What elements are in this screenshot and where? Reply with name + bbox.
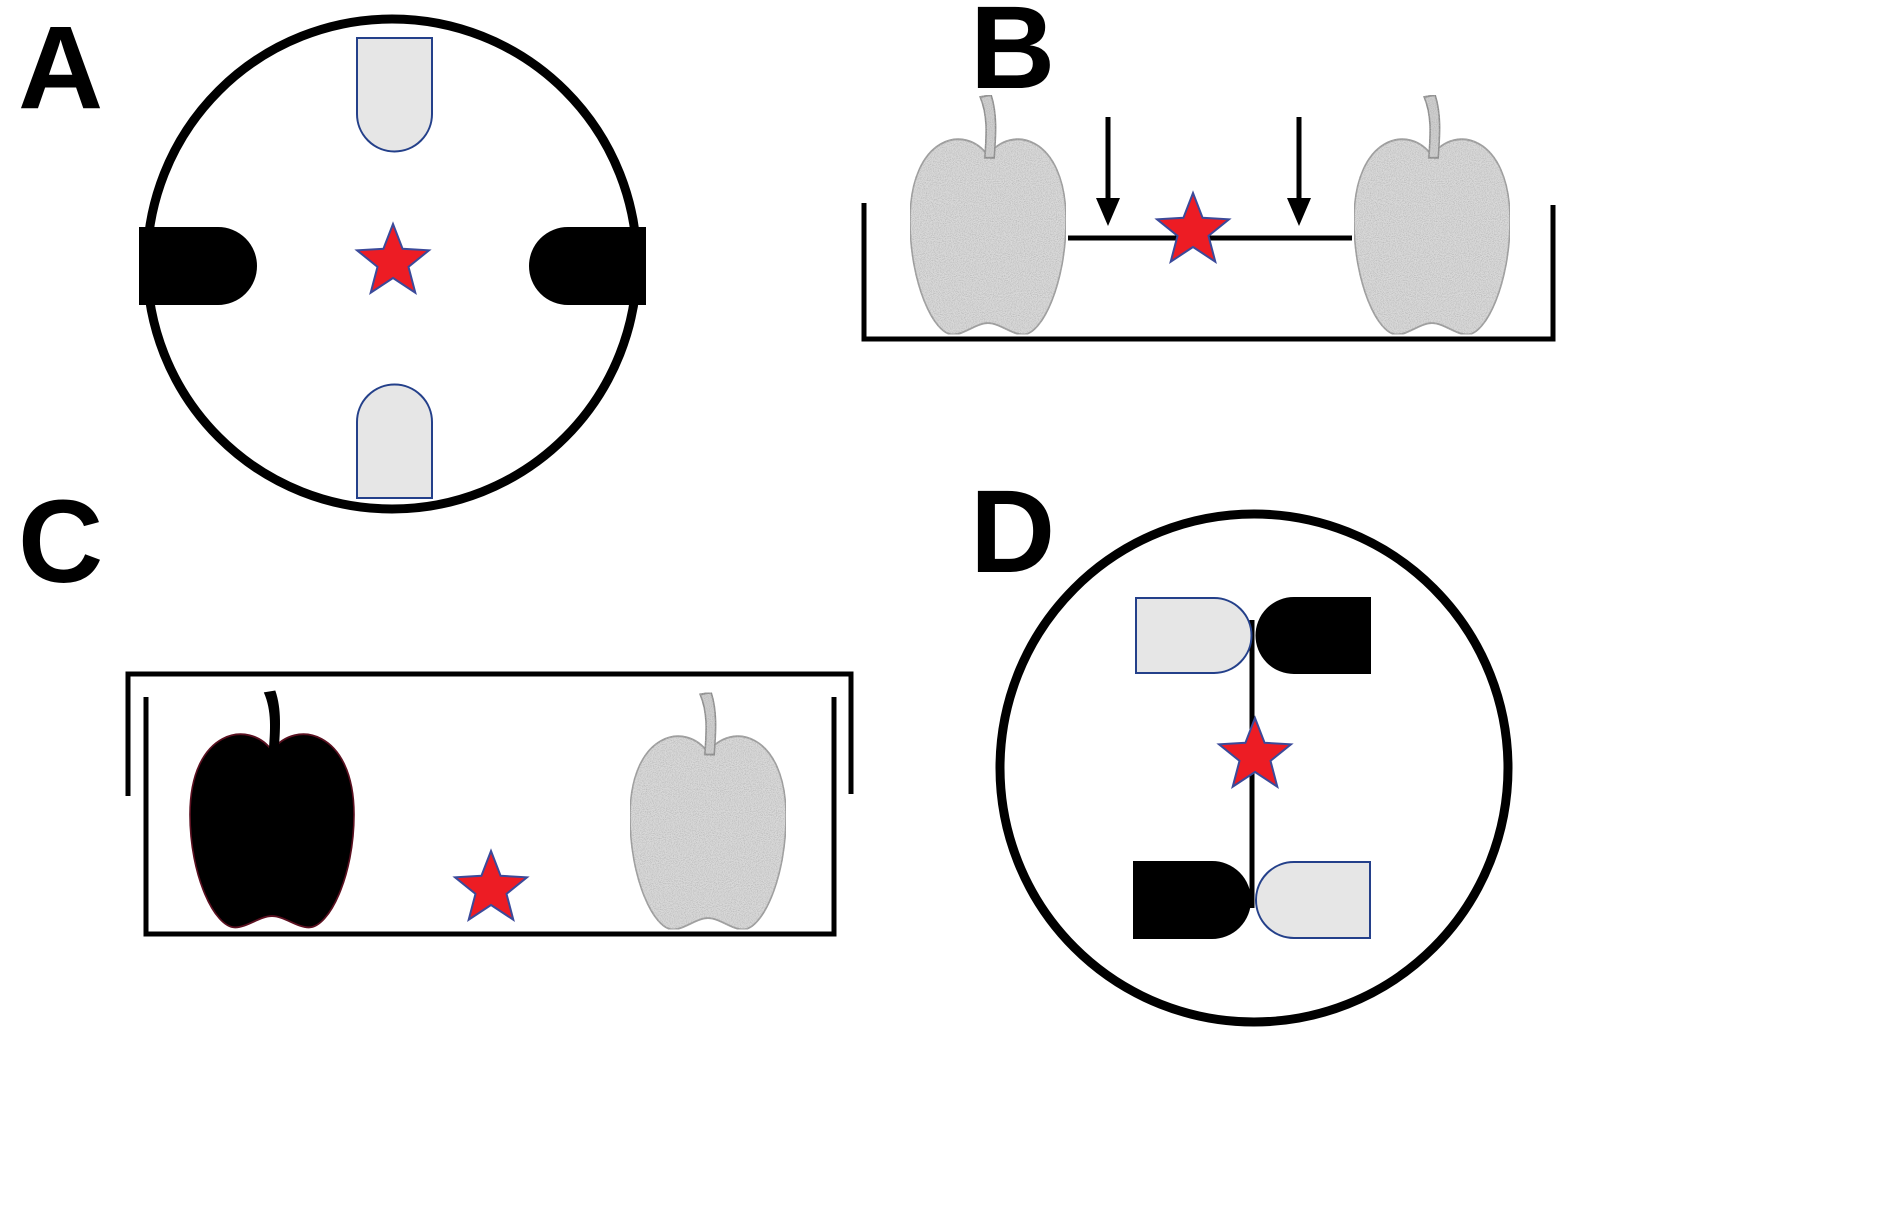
panel-c-outer-frame (125, 671, 854, 796)
panel-c: C (18, 476, 854, 937)
panel-b-box-outline (861, 203, 1556, 342)
star-icon (356, 223, 430, 294)
star-icon (454, 850, 528, 921)
panel-d-bottom-left-dark-object (1133, 861, 1251, 939)
panel-d: D (970, 466, 1513, 1027)
star-icon (1218, 717, 1292, 788)
panel-d-top-left-light-object (1135, 597, 1253, 674)
panel-a-top-light-object (356, 37, 433, 153)
panel-d-bottom-right-light-object (1255, 861, 1371, 939)
panel-b-letter: B (970, 0, 1055, 114)
apple-textured-icon (909, 94, 1067, 336)
star-icon (1156, 192, 1230, 263)
panel-c-inner-box (143, 697, 837, 937)
arrow-down-icon (1096, 117, 1120, 226)
panel-d-top-right-dark-object (1255, 597, 1371, 674)
panel-a-letter: A (18, 2, 103, 134)
panel-b: B (861, 0, 1556, 342)
panel-d-letter: D (970, 466, 1055, 598)
apple-textured-icon (1353, 94, 1511, 336)
panel-d-arena-circle (995, 509, 1513, 1027)
panel-a-right-dark-object (529, 227, 646, 305)
panel-a: A (18, 2, 646, 514)
arrow-down-icon (1287, 117, 1311, 226)
panel-a-bottom-light-object (356, 383, 433, 499)
apple-textured-icon (629, 691, 787, 931)
panel-c-letter: C (18, 476, 103, 608)
apple-solid-icon (189, 690, 355, 929)
panel-a-left-dark-object (139, 227, 257, 305)
